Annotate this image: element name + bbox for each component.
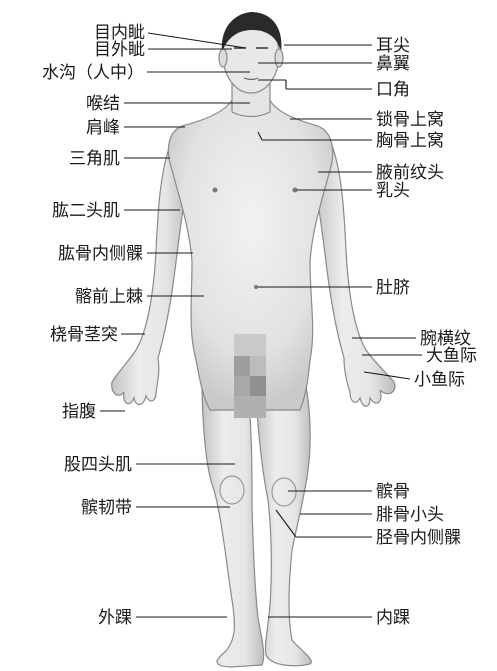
- label-nei-huai: 内踝: [376, 608, 410, 628]
- label-gu-si-tou-ji: 股四头肌: [64, 455, 132, 475]
- label-wai-huai: 外踝: [98, 608, 132, 628]
- label-san-jiao-ji: 三角肌: [69, 149, 120, 169]
- label-qia-qian-shang-ji: 髂前上棘: [75, 287, 143, 307]
- label-bi-yi: 鼻翼: [376, 54, 410, 74]
- label-jian-feng: 肩峰: [86, 118, 120, 138]
- right-leg-shape: [202, 390, 264, 667]
- label-jing-gu-nei-ce-ke: 胫骨内侧髁: [376, 528, 461, 548]
- left-leg-shape: [256, 385, 311, 666]
- label-shui-gou: 水沟（人中）: [42, 63, 144, 83]
- label-gong-gu-nei-ce-ke: 肱骨内侧髁: [58, 244, 143, 264]
- left-nipple-mark: [293, 188, 298, 193]
- label-du-qi: 肚脐: [376, 278, 410, 298]
- labels-left: 目内眦 目外眦 水沟（人中） 喉结 肩峰 三角肌 肱二头肌 肱骨内侧髁 髂前上棘…: [42, 23, 145, 628]
- label-ru-tou: 乳头: [376, 181, 410, 201]
- left-ear-shape: [275, 49, 283, 67]
- label-ye-qian-wen-tou: 腋前纹头: [376, 163, 444, 183]
- label-bin-ren-dai: 髌韧带: [81, 498, 132, 518]
- label-mu-wai-zi: 目外眦: [94, 40, 145, 60]
- label-er-jian: 耳尖: [376, 36, 410, 56]
- label-suo-gu-shang-wo: 锁骨上窝: [376, 110, 444, 130]
- right-nipple-mark: [213, 188, 218, 193]
- label-da-yu-ji: 大鱼际: [426, 346, 477, 366]
- label-kou-jiao: 口角: [376, 80, 410, 100]
- label-xiao-yu-ji: 小鱼际: [414, 370, 465, 390]
- labels-right: 耳尖 鼻翼 口角 锁骨上窝 胸骨上窝 腋前纹头 乳头 肚脐 腕横纹 大鱼际 小鱼…: [376, 36, 477, 628]
- label-fei-gu-xiao-tou: 腓骨小头: [376, 505, 444, 525]
- label-rao-gu-jing-tu: 桡骨茎突: [50, 325, 118, 345]
- label-xiong-gu-shang-wo: 胸骨上窝: [376, 131, 444, 151]
- censor-mosaic: [234, 334, 266, 418]
- navel-mark: [254, 285, 258, 289]
- label-zhi-fu: 指腹: [62, 402, 96, 422]
- label-hou-jie: 喉结: [86, 94, 120, 114]
- right-ear-shape: [219, 49, 227, 67]
- label-gong-er-tou-ji: 肱二头肌: [52, 201, 120, 221]
- label-bin-gu: 髌骨: [376, 482, 410, 502]
